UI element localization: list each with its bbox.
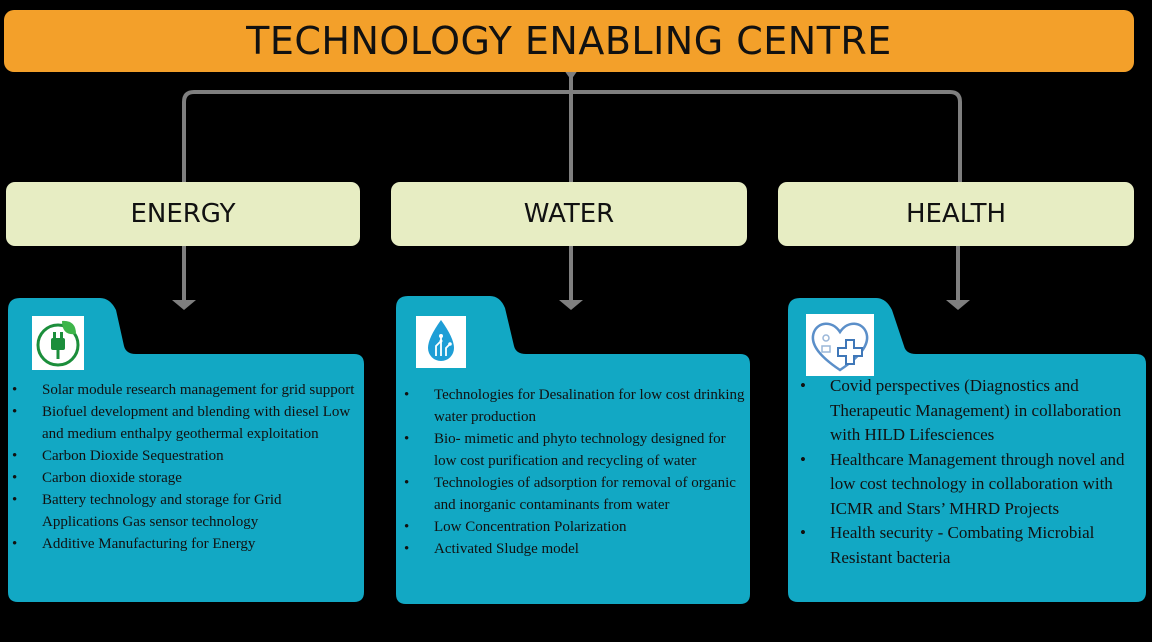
water-list: Technologies for Desalination for low co… (402, 384, 748, 560)
health-item: Healthcare Management through novel and … (798, 448, 1138, 522)
water-drop-icon (416, 316, 466, 368)
water-item: Low Concentration Polarization (402, 516, 748, 538)
health-list: Covid perspectives (Diagnostics and Ther… (798, 374, 1138, 570)
health-heart-icon (806, 314, 874, 376)
water-item: Technologies for Desalination for low co… (402, 384, 748, 428)
arrowhead-health (946, 300, 970, 310)
category-water: WATER (391, 182, 747, 246)
page-title: TECHNOLOGY ENABLING CENTRE (4, 10, 1134, 72)
arrowhead-energy (172, 300, 196, 310)
health-item: Health security - Combating Microbial Re… (798, 521, 1138, 570)
energy-item: Biofuel development and blending with di… (10, 401, 358, 445)
energy-item: Additive Manufacturing for Energy (10, 533, 358, 555)
arrowhead-title (564, 70, 578, 80)
arrowhead-water (559, 300, 583, 310)
energy-item: Carbon dioxide storage (10, 467, 358, 489)
health-item: Covid perspectives (Diagnostics and Ther… (798, 374, 1138, 448)
water-item: Bio- mimetic and phyto technology design… (402, 428, 748, 472)
energy-list: Solar module research management for gri… (10, 379, 358, 555)
energy-item: Battery technology and storage for Grid … (10, 489, 358, 533)
category-energy: ENERGY (6, 182, 360, 246)
energy-item: Solar module research management for gri… (10, 379, 358, 401)
water-item: Technologies of adsorption for removal o… (402, 472, 748, 516)
water-item: Activated Sludge model (402, 538, 748, 560)
energy-item: Carbon Dioxide Sequestration (10, 445, 358, 467)
category-health: HEALTH (778, 182, 1134, 246)
energy-plug-icon (32, 316, 84, 370)
